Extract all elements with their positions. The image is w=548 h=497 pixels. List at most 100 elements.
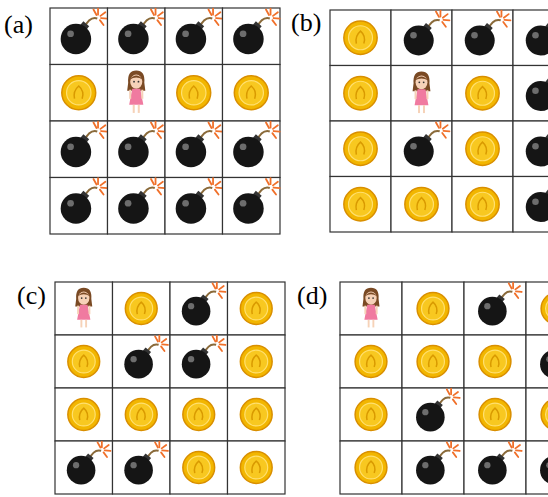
grid-cell <box>464 335 526 388</box>
cell-border <box>108 8 166 65</box>
grid-cell <box>330 121 391 177</box>
bomb-spark <box>443 125 448 129</box>
cell-border <box>223 8 281 65</box>
bomb-body <box>182 297 211 326</box>
bomb-body <box>233 24 264 55</box>
coin-rim <box>245 350 268 373</box>
girl-fringe <box>415 76 428 80</box>
bomb-spark <box>447 389 450 394</box>
cell-border <box>50 65 108 122</box>
coin <box>344 21 377 54</box>
bomb-shine <box>410 32 417 39</box>
bomb-spark <box>162 344 168 346</box>
coin <box>240 346 272 378</box>
cell-border <box>228 388 286 441</box>
panel-label: (a) <box>3 12 34 38</box>
bomb-spark <box>208 122 211 127</box>
bomb-body <box>118 137 149 168</box>
grid-cell <box>113 282 171 335</box>
coin-emblem <box>356 198 365 210</box>
bomb-shine <box>67 143 74 150</box>
bomb-spark <box>161 346 164 351</box>
cell-border <box>330 10 391 66</box>
bomb-spark <box>440 11 442 17</box>
bomb-spark <box>504 19 510 21</box>
coin-emblem <box>491 408 499 420</box>
grid-cell <box>340 282 402 335</box>
bomb-spark <box>100 182 105 186</box>
panel-label: (c) <box>16 283 47 309</box>
bomb-spark <box>158 182 163 186</box>
bomb-spark <box>100 12 105 16</box>
cell-border <box>223 178 281 235</box>
coin-rim <box>187 403 210 426</box>
bomb-spark <box>515 445 520 448</box>
coin-emblem <box>252 302 260 314</box>
grid-panel <box>50 8 280 234</box>
bomb-shine <box>125 200 132 207</box>
bomb-spark <box>450 442 452 448</box>
cell-border <box>526 441 548 494</box>
girl-leg <box>423 105 425 113</box>
bomb-spark <box>93 9 96 14</box>
bomb-body <box>118 24 149 55</box>
bomb-body <box>124 456 153 485</box>
bomb-shine <box>182 143 189 150</box>
girl-hair <box>413 71 431 91</box>
bomb-spark <box>512 283 514 289</box>
bomb-shine <box>240 143 247 150</box>
grid-cell <box>50 178 108 235</box>
bomb-spark <box>157 190 161 195</box>
coin-emblem <box>79 355 87 367</box>
coin-emblem <box>252 461 260 473</box>
bomb-spark <box>266 122 269 127</box>
bomb-spark <box>274 17 280 19</box>
bomb-spark <box>219 346 222 351</box>
bomb-body <box>61 24 92 55</box>
bomb-spark <box>212 9 214 15</box>
grid-cell <box>452 10 513 66</box>
coin-rim <box>484 403 507 426</box>
bomb-spark <box>219 293 222 298</box>
cell-border <box>50 121 108 178</box>
grid-cell <box>165 121 223 178</box>
coin-rim <box>239 81 263 105</box>
bomb-spark <box>155 442 158 447</box>
bomb-spark <box>101 187 107 189</box>
coin <box>355 452 387 484</box>
bomb-spark <box>151 122 154 127</box>
grid-cell <box>228 282 286 335</box>
cell-border <box>513 10 548 66</box>
cell-border <box>391 10 452 66</box>
coin-emblem <box>491 355 499 367</box>
grid-cell <box>165 178 223 235</box>
coin <box>405 188 438 221</box>
bomb-spark <box>219 286 224 289</box>
cell-border <box>228 441 286 494</box>
coin-rim <box>471 81 495 105</box>
cell-border <box>330 66 391 122</box>
coin <box>466 77 499 110</box>
cell-border <box>464 282 526 335</box>
bomb-body <box>404 137 434 167</box>
bomb-spark <box>155 336 158 341</box>
coin-rim <box>360 403 383 426</box>
bomb-shine <box>188 356 194 362</box>
cell-border <box>50 178 108 235</box>
grid-cell <box>165 65 223 122</box>
coin <box>344 77 377 110</box>
coin-emblem <box>189 86 198 99</box>
coin <box>62 76 96 110</box>
coin <box>479 399 511 431</box>
cell-border <box>340 335 402 388</box>
bomb-body <box>67 456 96 485</box>
cell-border <box>340 282 402 335</box>
bomb-spark <box>162 450 168 452</box>
cell-border <box>223 65 281 122</box>
bomb-spark <box>97 122 99 128</box>
coin-rim <box>349 192 373 216</box>
bomb-spark <box>219 339 224 342</box>
coin <box>234 76 268 110</box>
bomb-spark <box>440 122 442 128</box>
girl-eye <box>418 81 420 83</box>
